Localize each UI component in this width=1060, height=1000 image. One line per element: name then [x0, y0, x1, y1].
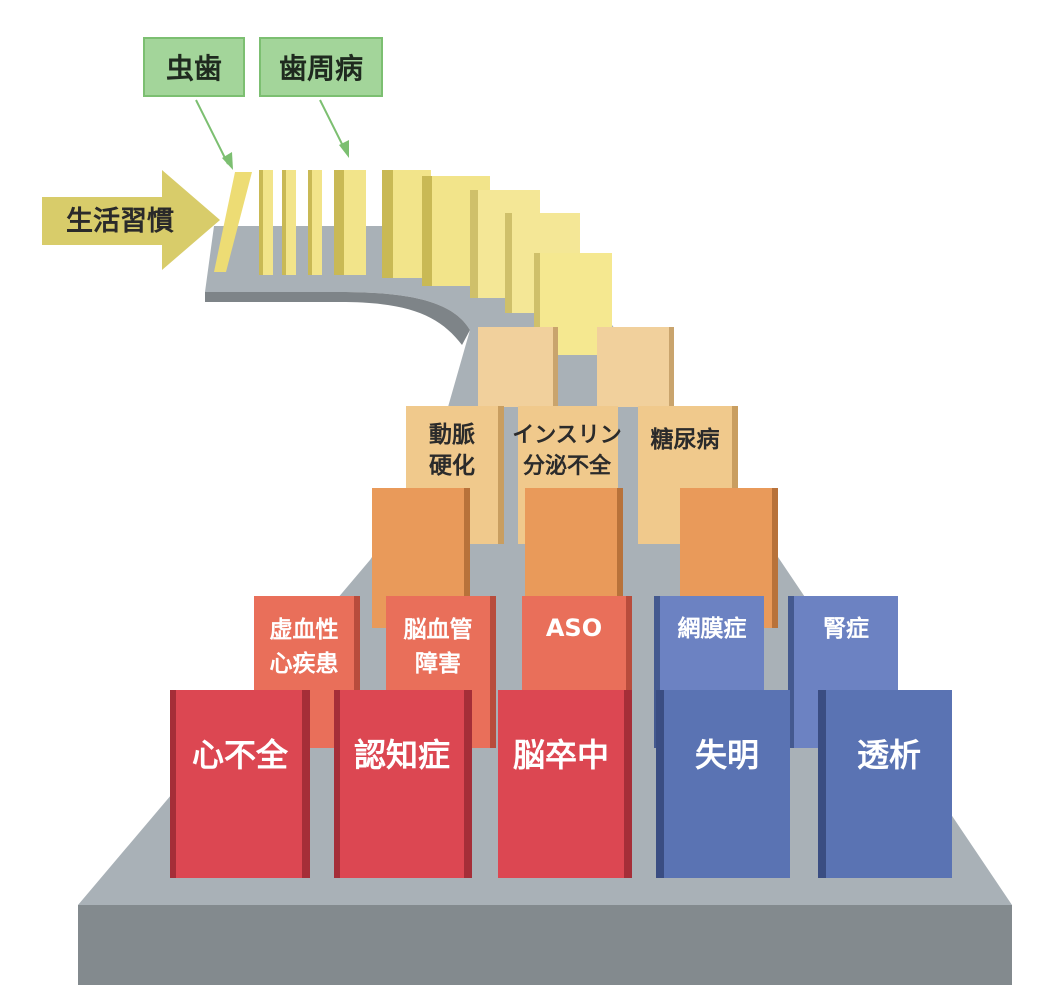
nephropathy-label: 腎症: [823, 615, 869, 642]
domino-stroke: 脳卒中: [498, 690, 632, 878]
lifestyle-arrow: 生活習慣: [42, 170, 220, 270]
orange-dominoes: [372, 488, 778, 628]
domino-aso: ASO: [522, 596, 632, 696]
cerebrovascular-label-1: 脳血管: [404, 616, 473, 643]
domino-thin-5: [344, 170, 366, 275]
domino-heart-failure: 心不全: [170, 690, 310, 878]
heart-failure-label: 心不全: [192, 736, 289, 774]
periodontal-callout: 歯周病: [259, 37, 383, 158]
domino-thin-4: [312, 170, 322, 275]
domino-fallen-1: [214, 172, 252, 272]
dialysis-label: 透析: [857, 736, 921, 774]
domino-dialysis: 透析: [818, 690, 952, 878]
caries-label: 虫歯: [166, 52, 222, 85]
blindness-label: 失明: [695, 736, 759, 774]
dementia-label: 認知症: [354, 736, 450, 774]
caries-callout: 虫歯: [143, 37, 245, 170]
aso-label: ASO: [546, 614, 602, 642]
cerebrovascular-label-2: 障害: [415, 650, 461, 677]
domino-peach-1: [478, 327, 553, 407]
domino-blindness: 失明: [656, 690, 790, 878]
domino-dementia: 認知症: [334, 690, 472, 878]
platform-front-face: [78, 905, 1012, 985]
arteriosclerosis-label-2: 硬化: [429, 452, 475, 479]
peach-dominoes: [478, 327, 674, 407]
lifestyle-label: 生活習慣: [66, 206, 174, 237]
diabetes-label: 糖尿病: [651, 426, 720, 453]
domino-peach-2: [597, 327, 669, 407]
stroke-label: 脳卒中: [513, 736, 609, 774]
ischemic-label-1: 虚血性: [270, 616, 339, 643]
domino-thin-2: [262, 170, 273, 275]
retinopathy-label: 網膜症: [678, 615, 747, 642]
domino-thin-3: [286, 170, 296, 275]
insulin-label-2: 分泌不全: [523, 453, 612, 479]
periodontal-label: 歯周病: [279, 52, 363, 85]
ischemic-label-2: 心疾患: [270, 650, 339, 677]
arteriosclerosis-label-1: 動脈: [429, 421, 475, 448]
path-side-face: [205, 292, 470, 345]
insulin-label-1: インスリン: [512, 423, 622, 448]
falling-dominoes: [214, 170, 612, 355]
